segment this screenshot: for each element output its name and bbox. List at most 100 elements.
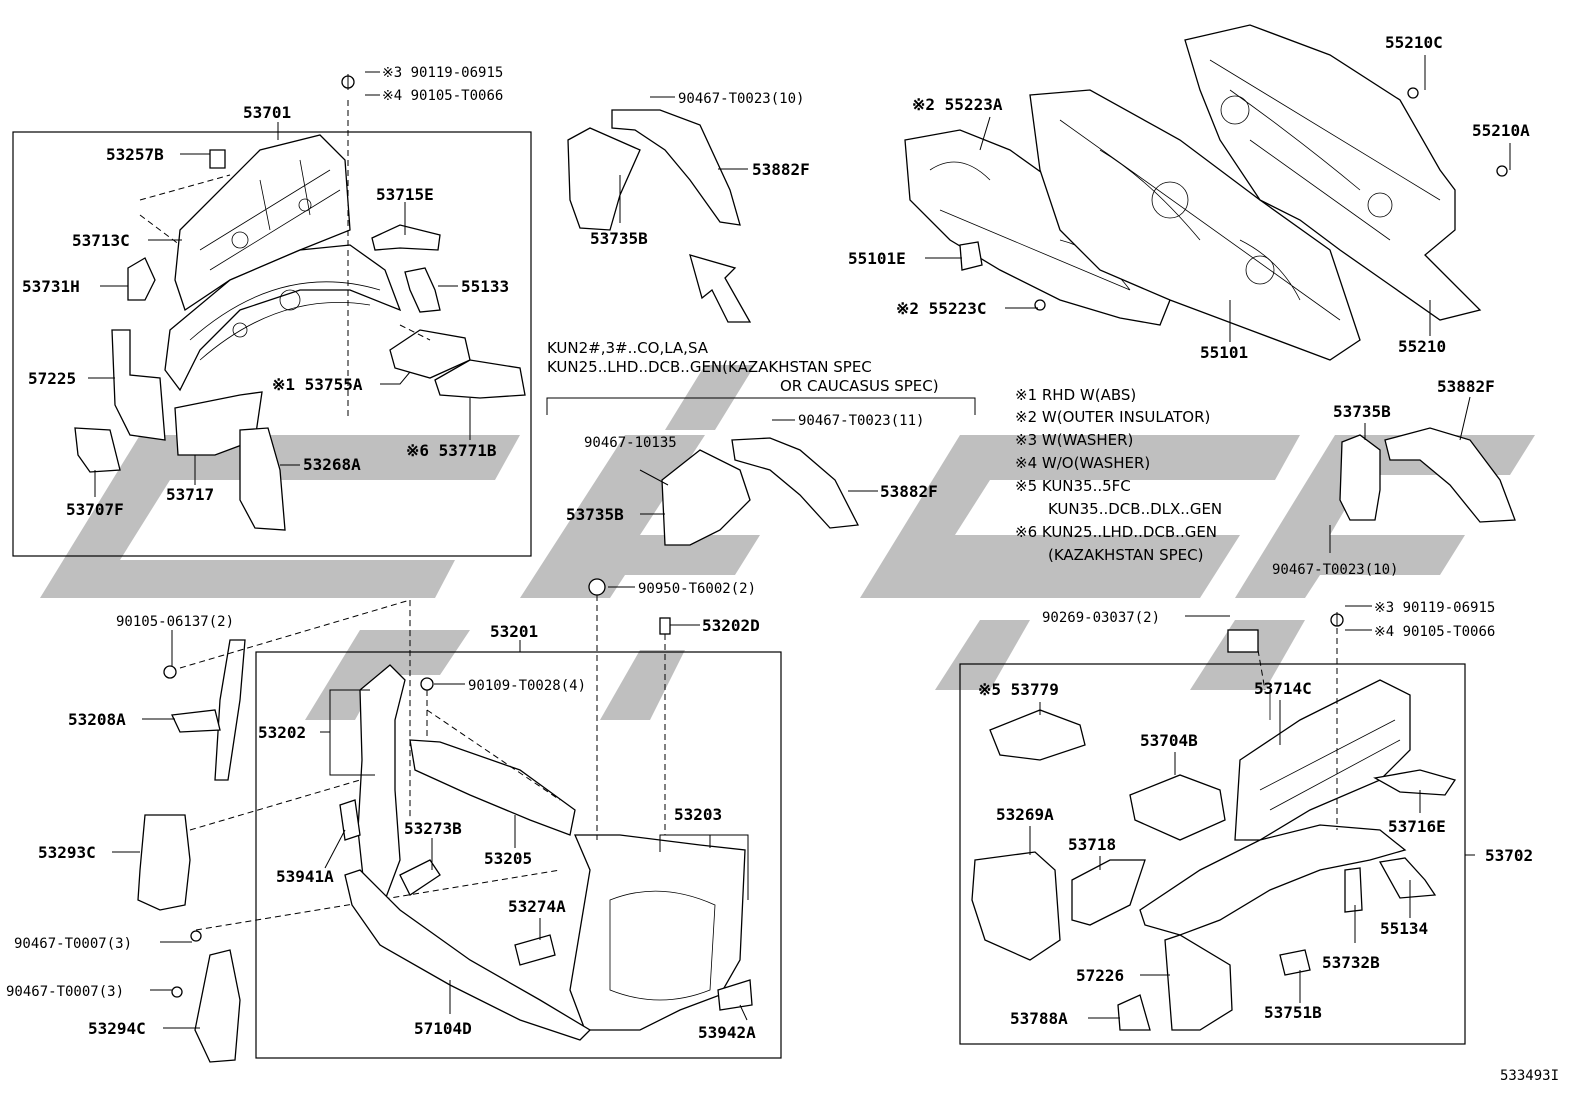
part-53882F-top bbox=[611, 109, 741, 226]
label-55210: 55210 bbox=[1398, 337, 1446, 356]
part-53735B-top bbox=[567, 127, 641, 231]
notes-list: ※1 RHD W(ABS) ※2 W(OUTER INSULATOR) ※3 W… bbox=[1015, 386, 1222, 564]
label-53735B-right: 53735B bbox=[1333, 402, 1391, 421]
label-53205: 53205 bbox=[484, 849, 532, 868]
label-53882F-right: 53882F bbox=[1437, 377, 1495, 396]
clip-90950-T6002 bbox=[588, 578, 606, 596]
label-53942A: 53942A bbox=[698, 1023, 756, 1042]
part-53293C bbox=[137, 814, 191, 911]
part-53274A bbox=[514, 934, 556, 966]
label-53208A: 53208A bbox=[68, 710, 126, 729]
label-53269A: 53269A bbox=[996, 805, 1054, 824]
part-53704B bbox=[1129, 774, 1226, 841]
note-1: ※1 RHD W(ABS) bbox=[1015, 386, 1136, 404]
part-53257B bbox=[209, 149, 226, 169]
label-53257B: 53257B bbox=[106, 145, 164, 164]
part-53751B bbox=[1279, 949, 1311, 976]
label-90105-bot: ※4 90105-T0066 bbox=[1374, 624, 1495, 640]
note-6: ※6 KUN25..LHD..DCB..GEN bbox=[1015, 523, 1217, 541]
condition-line-3: OR CAUCASUS SPEC) bbox=[780, 377, 939, 395]
part-53714C bbox=[1234, 679, 1411, 841]
label-53203: 53203 bbox=[674, 805, 722, 824]
note-6-cont: (KAZAKHSTAN SPEC) bbox=[1048, 546, 1203, 564]
label-90467-10135: 90467-10135 bbox=[584, 435, 677, 451]
label-90467-T0023-10-right: 90467-T0023(10) bbox=[1272, 562, 1398, 578]
part-53735B-right bbox=[1339, 434, 1381, 521]
part-53718 bbox=[1071, 859, 1146, 926]
leader-lines bbox=[88, 55, 1511, 1029]
part-53732B bbox=[1344, 867, 1363, 913]
label-53751B: 53751B bbox=[1264, 1003, 1322, 1022]
part-55101E bbox=[959, 241, 983, 271]
watermark-logo bbox=[40, 365, 1535, 720]
condition-bracket bbox=[546, 397, 976, 415]
part-53702-apron bbox=[1139, 824, 1407, 936]
label-55101E: 55101E bbox=[848, 249, 906, 268]
label-53941A: 53941A bbox=[276, 867, 334, 886]
part-53882F-right bbox=[1384, 427, 1516, 523]
part-53735B-mid bbox=[661, 449, 751, 546]
label-55101: 55101 bbox=[1200, 343, 1248, 362]
group-box-53201 bbox=[255, 651, 782, 1059]
label-53202D: 53202D bbox=[702, 616, 760, 635]
condition-line-2: KUN25..LHD..DCB..GEN(KAZAKHSTAN SPEC bbox=[547, 358, 872, 376]
label-90109-T0028: 90109-T0028(4) bbox=[468, 678, 586, 694]
part-53268A bbox=[239, 427, 286, 531]
label-90950-T6002: 90950-T6002(2) bbox=[638, 581, 756, 597]
label-53702: 53702 bbox=[1485, 846, 1533, 865]
part-53942A bbox=[717, 979, 753, 1011]
part-53715E bbox=[371, 224, 441, 251]
label-53779: ※5 53779 bbox=[978, 680, 1059, 699]
label-53771B: ※6 53771B bbox=[406, 441, 497, 460]
label-57225: 57225 bbox=[28, 369, 76, 388]
clip-90467-T0007-a bbox=[190, 930, 202, 942]
part-labels: 53701 53257B 53713C 53731H 57225 53707F … bbox=[6, 33, 1559, 1084]
label-90105-top: ※4 90105-T0066 bbox=[382, 88, 503, 104]
part-57225 bbox=[111, 329, 166, 441]
label-53201: 53201 bbox=[490, 622, 538, 641]
part-53771B bbox=[434, 359, 526, 399]
label-53294C: 53294C bbox=[88, 1019, 146, 1038]
part-55134 bbox=[1378, 857, 1437, 899]
label-53788A: 53788A bbox=[1010, 1009, 1068, 1028]
label-53701: 53701 bbox=[243, 103, 291, 122]
label-53268A: 53268A bbox=[303, 455, 361, 474]
label-53882F-top: 53882F bbox=[752, 160, 810, 179]
label-53735B-mid: 53735B bbox=[566, 505, 624, 524]
group-box-53701 bbox=[12, 131, 532, 557]
condition-line-1: KUN2#,3#..CO,LA,SA bbox=[547, 339, 709, 357]
bolt-55210A bbox=[1496, 165, 1508, 177]
note-5-cont: KUN35..DCB..DLX..GEN bbox=[1048, 500, 1222, 518]
label-53707F: 53707F bbox=[66, 500, 124, 519]
label-55223A: ※2 55223A bbox=[912, 95, 1003, 114]
label-53704B: 53704B bbox=[1140, 731, 1198, 750]
part-53716E bbox=[1373, 769, 1457, 796]
part-53269A bbox=[971, 851, 1061, 961]
label-55210A: 55210A bbox=[1472, 121, 1530, 140]
label-90467-T0023-10-top: 90467-T0023(10) bbox=[678, 91, 804, 107]
label-53293C: 53293C bbox=[38, 843, 96, 862]
part-53882F-mid bbox=[731, 437, 860, 529]
label-53731H: 53731H bbox=[22, 277, 80, 296]
label-55134: 55134 bbox=[1380, 919, 1428, 938]
label-53732B: 53732B bbox=[1322, 953, 1380, 972]
label-55210C: 55210C bbox=[1385, 33, 1443, 52]
bolt-90105-06137 bbox=[163, 665, 177, 679]
part-53208A-bracket bbox=[171, 709, 221, 733]
diagram-id: 533493I bbox=[1500, 1068, 1559, 1084]
note-5: ※5 KUN35..5FC bbox=[1015, 477, 1131, 495]
label-53202: 53202 bbox=[258, 723, 306, 742]
part-53294C bbox=[194, 949, 241, 1063]
label-57226: 57226 bbox=[1076, 966, 1124, 985]
part-55223A bbox=[904, 129, 1171, 326]
label-53717: 53717 bbox=[166, 485, 214, 504]
arrow-front bbox=[689, 254, 752, 323]
bolt-53202D bbox=[659, 617, 671, 635]
label-53735B-top: 53735B bbox=[590, 229, 648, 248]
label-53713C: 53713C bbox=[72, 231, 130, 250]
label-53715E: 53715E bbox=[376, 185, 434, 204]
label-53716E: 53716E bbox=[1388, 817, 1446, 836]
apron-53701 bbox=[164, 134, 402, 392]
label-90467-T0007-b: 90467-T0007(3) bbox=[6, 984, 124, 1000]
